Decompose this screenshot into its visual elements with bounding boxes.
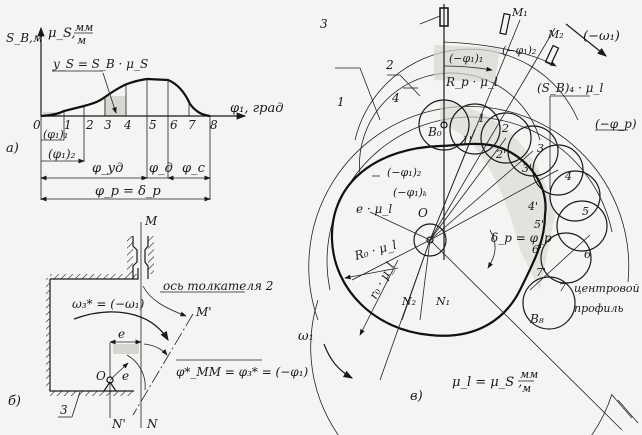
frame-number: 3 [60,403,68,417]
svg-text:6: 6 [170,118,178,132]
scale-num: мм [520,368,538,381]
center-profile-label-2: профиль [574,302,623,315]
svg-text:1': 1' [462,134,472,147]
panel-b-inversion-sketch: M N M' N' O e e ось толкателя 2 ω₃* = (−… [8,214,309,431]
svg-text:3: 3 [104,118,112,132]
label-3-guide: 3 [320,17,328,31]
y-scale-num: мм [75,21,93,34]
R0-mu-label: R₀ · μ_l [352,238,398,264]
profile-points: 1' 2' 3' 4' 5' 6' 7' [462,134,546,279]
neg-phi1-2: (−φ₁)₂ [502,44,536,57]
phase-total: φ_p = δ_p [95,184,161,199]
phase-dwell: φ_д [149,161,173,176]
svg-text:1: 1 [478,112,485,125]
panel-c-label: в) [410,389,423,404]
svg-text:4': 4' [527,200,538,213]
label-1-cam: 1 [337,95,345,109]
curve-formula: y_S = S_B · μ_S [52,57,148,71]
svg-text:6': 6' [532,243,542,256]
r0-mu-label: r₀ · μ_l [366,260,397,302]
phase-return: φ_с [182,161,206,176]
center-points: 1 2 3 4 5 6 7 [478,112,591,294]
panel-c-cam-profile: 3 2 4 1 M₁ M₂ (−ω₁) (−φ₁)₁ (−φ₁)₂ (S_B)₄… [298,4,640,435]
x-ticks: 0 1 2 3 4 5 6 7 8 [33,118,218,132]
svg-text:5': 5' [534,218,544,231]
scale-den: м [522,382,531,395]
e-dim-top: e [118,327,125,341]
svg-text:8: 8 [210,118,218,132]
y-scale-den: м [77,34,86,47]
svg-text:4: 4 [564,170,572,183]
y-scale-label: μ_S, [48,26,76,41]
dim-phi1-1: (φ₁)₁ [43,128,68,141]
B8-label: B₈ [529,312,544,326]
neg-omega-label: (−ω₁) [583,29,620,44]
svg-text:7': 7' [536,266,546,279]
label-M1: M₁ [511,6,528,19]
dim-phi1-2: (φ₁)₂ [48,147,76,161]
N1-label: N₁ [435,295,450,308]
phi-label: φ*_MM = φ₃* = (−φ₁) [176,365,309,379]
svg-text:3': 3' [522,162,532,175]
cam-profile [330,142,547,337]
panel-a-displacement-graph: S_B,м μ_S, мм м y_S = S_B · μ_S φ₁, град… [6,21,283,202]
label-N-prime: N' [111,417,126,431]
e-mu-label: e · μ_l [356,202,392,216]
panel-a-label: а) [6,141,19,156]
omega-label: ω₃* = (−ω₁) [72,297,145,311]
neg-phi1-2b: (−φ₁)₂ [387,166,421,179]
pusher-axis-label: ось толкателя 2 [163,279,273,293]
panel-b-label: б) [8,394,21,409]
neg-phi1-1: (−φ₁)₁ [449,52,483,65]
N2-label: N₂ [401,295,416,308]
svg-text:6: 6 [584,248,591,261]
Rp-label: R_p · μ_l [445,75,498,89]
svg-text:0: 0 [33,118,41,132]
svg-text:3: 3 [537,142,544,155]
svg-text:5: 5 [582,205,589,218]
omega-label: ω₁ [298,329,314,344]
svg-text:1: 1 [64,118,72,132]
label-M: M [144,214,158,228]
svg-text:2: 2 [85,118,94,132]
delta-label: δ_p = φ_p [491,231,552,245]
svg-text:5: 5 [149,118,157,132]
O-label: O [418,206,428,220]
SB4-label: (S_B)₄ · μ_l [537,81,603,95]
label-O: O [96,369,106,383]
neg-phi1-k: (−φ₁)ₖ [393,186,427,199]
svg-text:2: 2 [501,122,509,135]
label-2-pusher: 2 [385,58,394,72]
cam-hub [413,223,447,257]
svg-text:4: 4 [123,118,132,132]
label-M2: M₂ [547,28,564,41]
neg-phi-p: (−φ_p) [595,117,637,131]
center-profile-label-1: центровой [574,282,640,295]
displacement-curve [40,77,211,118]
scale-formula: μ_l = μ_S , [452,375,522,390]
x-axis-label: φ₁, град [230,101,283,116]
label-4-roller: 4 [391,91,400,105]
label-M-prime: M' [195,305,212,319]
svg-text:7: 7 [188,118,196,132]
e-dim-arc: e [122,369,129,383]
phase-rise: φ_уд [92,161,123,176]
label-N: N [146,417,158,431]
B0-label: B₀ [427,125,442,139]
y-axis-label: S_B,м [6,31,43,45]
roller-positions [418,99,608,330]
svg-text:7: 7 [559,281,566,294]
svg-text:2': 2' [495,148,506,161]
